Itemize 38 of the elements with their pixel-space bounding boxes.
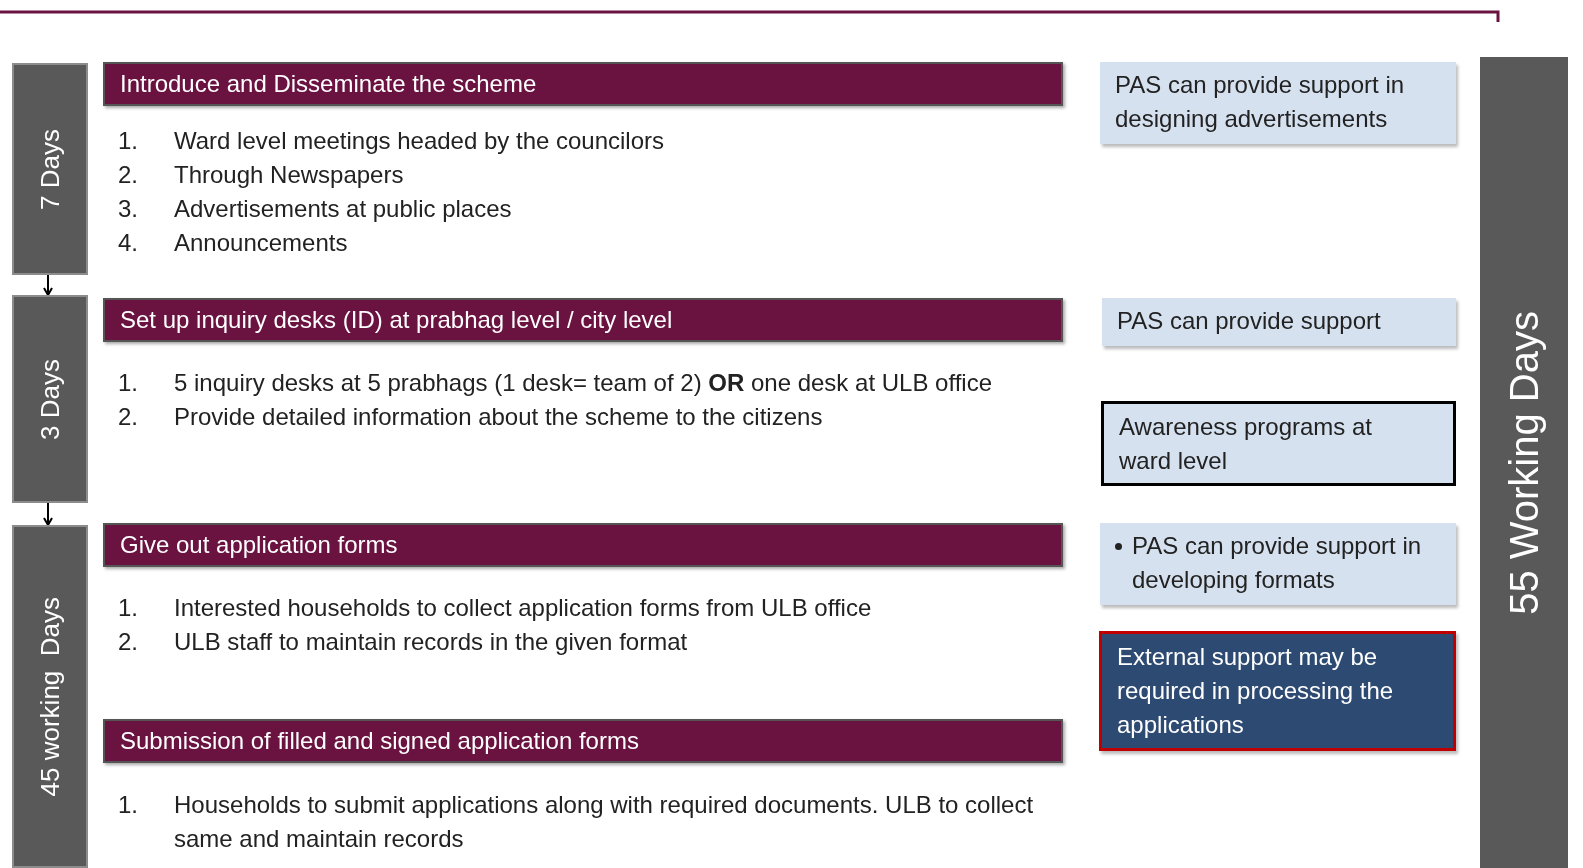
timeline-bar (12, 295, 88, 503)
list-item-text: 5 inquiry desks at 5 prabhags (1 desk= team of 2) OR one desk at ULB office (174, 368, 993, 398)
duration-label: 45 working Days (34, 596, 66, 797)
step-header: Give out application forms (103, 523, 1063, 567)
support-note (1100, 523, 1456, 605)
support-note: PAS can provide support (1102, 298, 1456, 346)
list-item-text: Announcements (174, 228, 349, 258)
list-item-text: Households to submit applications along with required documents. ULB to collect same and maintain records (174, 790, 1035, 854)
arrow (43, 502, 53, 526)
list-number: 2. (118, 160, 138, 190)
list-item-text: Ward level meetings headed by the councilors (174, 126, 666, 156)
note-text: PAS can provide support in developing formats (1132, 531, 1423, 595)
step-header: Set up inquiry desks (ID) at prabhag level / city level (103, 298, 1063, 342)
list-item-text: Provide detailed information about the scheme to the citizens (174, 402, 824, 432)
list-number: 2. (118, 402, 138, 432)
list-item-text: Interested households to collect application forms from ULB office (174, 593, 873, 623)
list-number: 4. (118, 228, 138, 258)
list-number: 1. (118, 790, 138, 820)
timeline-bar (12, 63, 88, 275)
step-header: Submission of filled and signed application forms (103, 719, 1063, 763)
list-number: 2. (118, 627, 138, 657)
warning-note: External support may be required in processing the applications (1099, 631, 1456, 751)
list-number: 1. (118, 593, 138, 623)
list-number: 1. (118, 126, 138, 156)
list-item-text: Through Newspapers (174, 160, 405, 190)
support-note: PAS can provide support in designing advertisements (1100, 62, 1456, 144)
step-header: Introduce and Disseminate the scheme (103, 62, 1063, 106)
duration-label: 55 Working Days (1501, 310, 1547, 615)
list-item-text: ULB staff to maintain records in the given format (174, 627, 689, 657)
total-duration-bar (1480, 57, 1568, 868)
support-note: Awareness programs at ward level (1101, 401, 1456, 486)
list-number: 3. (118, 194, 138, 224)
duration-label: 7 Days (34, 128, 66, 210)
list-number: 1. (118, 368, 138, 398)
arrow (43, 274, 53, 296)
list-item-text: Advertisements at public places (174, 194, 513, 224)
duration-label: 3 Days (34, 358, 66, 440)
timeline-bar (12, 525, 88, 868)
